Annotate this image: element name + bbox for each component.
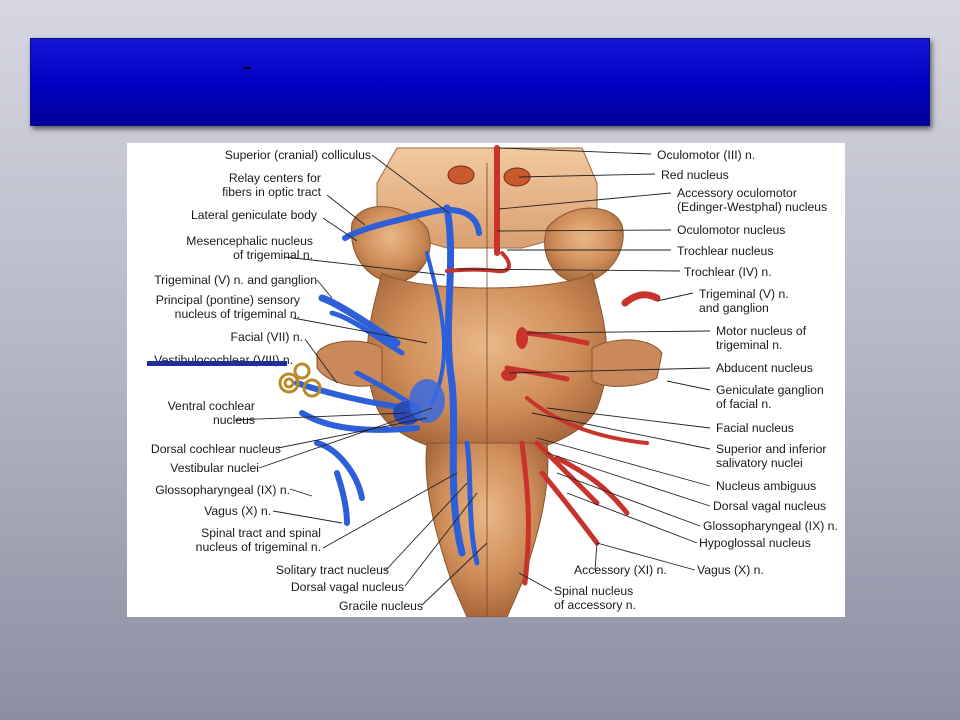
label-principal-sensory-nucleus: Principal (pontine) sensory nucleus of t… [155,293,300,321]
label-vagus-left: Vagus (X) n. [204,504,271,518]
sensory-nuclei [294,204,482,566]
label-glossopharyngeal-left: Glossopharyngeal (IX) n. [155,483,290,497]
label-oculomotor-n: Oculomotor (III) n. [657,148,756,162]
label-trochlear-nucleus: Trochlear nucleus [677,244,774,258]
label-nucleus-ambiguus: Nucleus ambiguus [716,479,817,493]
label-dorsal-vagal-nucleus-left: Dorsal vagal nucleus [290,580,404,594]
label-red-nucleus: Red nucleus [661,168,729,182]
label-vagus-right: Vagus (X) n. [697,563,764,577]
label-accessory-oculomotor: Accessory oculomotor (Edinger-Westphal) … [677,186,828,214]
label-facial-nucleus: Facial nucleus [716,421,794,435]
label-dorsal-cochlear-nucleus: Dorsal cochlear nucleus [150,442,281,456]
label-relay-centers: Relay centers for fibers in optic tract [222,171,321,199]
label-trochlear-n: Trochlear (IV) n. [684,265,772,279]
label-salivatory-nuclei: Superior and inferior salivatory nuclei [716,442,827,470]
label-accessory-xi-n: Accessory (XI) n. [574,563,667,577]
slide-title-bar: - [30,38,930,126]
label-oculomotor-nucleus: Oculomotor nucleus [677,223,786,237]
right-peduncle [591,339,663,387]
label-mesencephalic-nucleus: Mesencephalic nucleus of trigeminal n. [186,234,313,262]
label-facial-vii-n: Facial (VII) n. [230,330,303,344]
label-trigeminal-n-ganglion-right: Trigeminal (V) n. and ganglion [699,287,789,315]
motor-nuclei [445,145,661,586]
label-spinal-nucleus-accessory: Spinal nucleus of accessory n. [554,584,636,612]
label-dorsal-vagal-nucleus-right: Dorsal vagal nucleus [713,499,827,513]
label-gracile-nucleus: Gracile nucleus [339,599,423,613]
vestibular-nuclei-shape [409,379,445,423]
label-solitary-tract-nucleus: Solitary tract nucleus [275,563,389,577]
label-trigeminal-n-ganglion-left: Trigeminal (V) n. and ganglion [154,273,317,287]
label-geniculate-ganglion: Geniculate ganglion of facial n. [716,383,824,411]
label-vestibular-nuclei: Vestibular nuclei [170,461,259,475]
brainstem-illustration [234,145,711,617]
brainstem-cranial-nerve-nuclei-figure: Superior (cranial) colliculus Relay cent… [127,143,845,617]
right-pulvinar [544,207,624,284]
label-hypoglossal-nucleus: Hypoglossal nucleus [699,536,811,550]
cochlea-shape [278,362,322,398]
label-lateral-geniculate-body: Lateral geniculate body [190,208,317,222]
slide-title: - [243,51,252,81]
red-nucleus-left [447,165,475,185]
strike-through-line [147,361,287,366]
leader-lines [234,147,711,606]
abducent-nucleus-shape [501,369,517,381]
label-motor-nucleus-trigeminal: Motor nucleus of trigeminal n. [716,324,807,352]
label-superior-colliculus: Superior (cranial) colliculus [224,148,371,162]
label-ventral-cochlear-nucleus: Ventral cochlear nucleus [167,399,255,427]
label-glossopharyngeal-right: Glossopharyngeal (IX) n. [703,519,838,533]
motor-nucleus-shape [516,327,528,349]
label-abducent-nucleus: Abducent nucleus [716,361,813,375]
label-spinal-tract-trigeminal: Spinal tract and spinal nucleus of trige… [195,526,321,554]
